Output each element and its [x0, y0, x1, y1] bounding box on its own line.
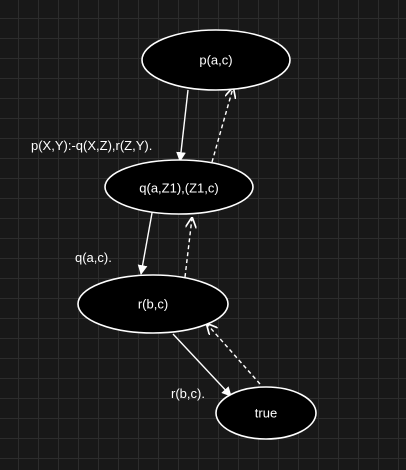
edge-q-to-r: [137, 212, 153, 275]
edge-r-to-q-return: [184, 218, 192, 278]
node-p[interactable]: p(a,c): [141, 29, 291, 91]
node-r-label: r(b,c): [138, 297, 168, 312]
node-q[interactable]: q(a,Z1),(Z1,c): [104, 159, 254, 215]
edge-label-r-to-true: r(b,c).: [171, 386, 205, 401]
edge-q-to-p-return: [211, 88, 233, 163]
node-p-ellipse: [141, 29, 291, 91]
edge-true-to-r-return: [207, 324, 261, 385]
edge-label-p-to-q: p(X,Y):-q(X,Z),r(Z,Y).: [31, 138, 152, 153]
node-q-ellipse: [104, 159, 254, 215]
node-true-label: true: [255, 406, 277, 421]
edge-label-q-to-r: q(a,c).: [75, 250, 112, 265]
edge-p-to-q: [176, 89, 189, 162]
node-r-ellipse: [77, 274, 229, 334]
node-p-label: p(a,c): [199, 53, 232, 68]
edge-r-to-true: [172, 333, 232, 397]
node-true-ellipse: [215, 386, 317, 440]
node-r[interactable]: r(b,c): [77, 274, 229, 334]
node-q-label: q(a,Z1),(Z1,c): [139, 181, 218, 196]
node-true[interactable]: true: [215, 386, 317, 440]
